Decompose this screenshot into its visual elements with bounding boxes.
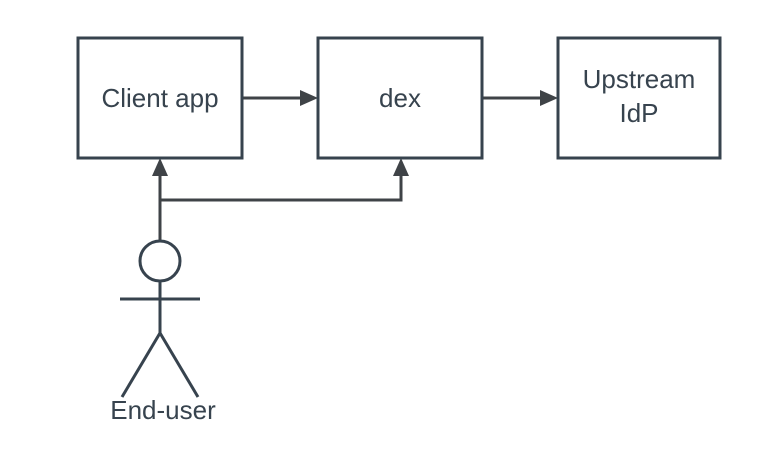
- actor-head: [138, 239, 182, 283]
- dex-box: [316, 36, 484, 160]
- client-app-label: Client app: [101, 83, 218, 113]
- end-user-actor: End-user: [110, 239, 216, 425]
- actor-left-leg: [120, 332, 162, 398]
- arrowhead-icon: [540, 90, 558, 106]
- upstream-idp-box: [556, 36, 722, 160]
- arrowhead-icon: [152, 158, 168, 176]
- node-upstream-idp: Upstream IdP: [556, 36, 722, 160]
- actor-right-leg: [158, 332, 200, 398]
- arrowhead-icon: [393, 158, 409, 176]
- arrow-dex-to-upstream-idp: [482, 90, 558, 106]
- end-user-label: End-user: [110, 395, 216, 425]
- arrowhead-icon: [300, 90, 318, 106]
- arrow-client-app-to-dex: [242, 90, 318, 106]
- dex-label: dex: [379, 83, 421, 113]
- node-client-app: Client app: [76, 36, 244, 160]
- arrow-end-user-to-client-app: [152, 158, 168, 241]
- node-dex: dex: [316, 36, 484, 160]
- arrow-end-user-to-dex: [160, 158, 409, 202]
- arrow-line: [160, 175, 403, 202]
- upstream-idp-label-line2: IdP: [619, 98, 658, 128]
- client-app-box: [76, 36, 244, 160]
- upstream-idp-label-line1: Upstream: [583, 64, 696, 94]
